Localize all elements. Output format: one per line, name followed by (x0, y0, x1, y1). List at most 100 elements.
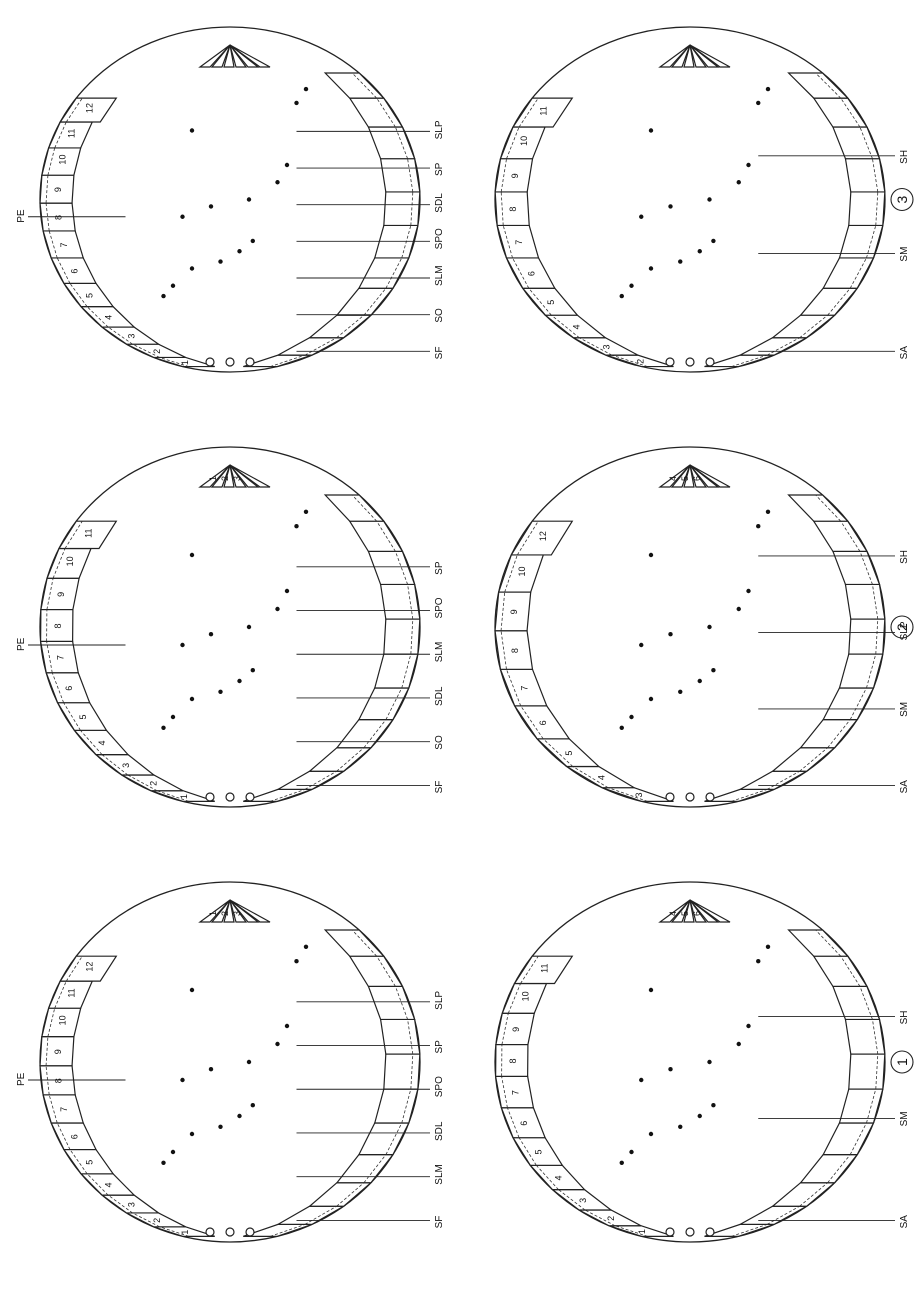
plate-number: 3 (126, 334, 136, 339)
marginal-plate (310, 315, 371, 338)
marginal-plate (833, 127, 880, 159)
sensillum-dot (251, 668, 255, 672)
marginal-plate (839, 225, 882, 258)
anal-rosette (660, 45, 730, 67)
sensillum-dot (620, 1161, 624, 1165)
plate-number: 3 (121, 763, 131, 768)
sensillum-dot (668, 632, 672, 636)
plate-number: 12 (84, 103, 94, 113)
sensillum-dot (171, 1150, 175, 1154)
sensillum-dot (737, 607, 741, 611)
sensillum-dot (746, 163, 750, 167)
sensillum-dot (218, 690, 222, 694)
marginal-plate (337, 720, 393, 748)
sensillum-dot (639, 1078, 643, 1082)
cephalic-plate (706, 793, 714, 801)
plate-number: 4 (97, 740, 107, 745)
anal-plate-number: 4 (668, 911, 678, 916)
sensillum-dot (629, 1150, 633, 1154)
sensillum-dot (161, 726, 165, 730)
cephalic-plate (706, 1228, 714, 1236)
marginal-plate (839, 1089, 882, 1123)
plate-number: 6 (527, 271, 537, 276)
cephalic-plate (246, 358, 254, 366)
sensillum-dot (285, 1024, 289, 1028)
sensillum-dot (247, 197, 251, 201)
sensillum-dot (237, 249, 241, 253)
label-slp: SLP (434, 991, 445, 1010)
plate-number: 9 (510, 173, 520, 178)
sensillum-dot (698, 249, 702, 253)
label-sm: SM (899, 247, 910, 262)
sensillum-dot (180, 1078, 184, 1082)
sensillum-dot (639, 643, 643, 647)
label-pe: PE (16, 637, 27, 651)
plate-number: 7 (59, 242, 69, 247)
plate-number: 11 (84, 529, 94, 538)
anal-plate-number: 2 (220, 476, 230, 481)
plate-number: 2 (148, 781, 158, 786)
sensillum-dot (180, 643, 184, 647)
sensillum-dot (756, 959, 760, 963)
figure-3-ventral-view: 234567891011SASMSH (495, 27, 910, 372)
marker-number: 3 (894, 196, 910, 204)
anal-rosette: 123 (200, 900, 270, 922)
label-sf: SF (434, 347, 445, 360)
marginal-plate (789, 495, 848, 521)
sensillum-dot (629, 284, 633, 288)
sensillum-dot (171, 284, 175, 288)
plate-number: 8 (508, 207, 518, 212)
cephalic-plate (226, 1228, 234, 1236)
sensillum-dot (678, 1125, 682, 1129)
cephalic-plate (206, 1228, 214, 1236)
plate-number: 12 (538, 531, 548, 541)
marginal-plate (849, 619, 885, 654)
marker-number: 1 (894, 1058, 910, 1066)
sensillum-dot (698, 679, 702, 683)
sensillum-dot (737, 1042, 741, 1046)
plate-number: 6 (64, 686, 74, 691)
sensillum-dot (766, 510, 770, 514)
marginal-plate (337, 288, 393, 315)
sensillum-dot (766, 87, 770, 91)
marginal-plate (359, 1123, 409, 1155)
cephalic-plate (666, 358, 674, 366)
sensillum-dot (678, 690, 682, 694)
sensillum-dot (285, 163, 289, 167)
sensillum-dot (698, 1114, 702, 1118)
plate-number: 3 (578, 1198, 588, 1203)
sensillum-dot (218, 259, 222, 263)
label-spo: SPO (434, 228, 445, 249)
label-slp: SLP (434, 120, 445, 139)
plate-number: 5 (78, 714, 88, 719)
cephalic-plate (666, 793, 674, 801)
label-sm: SM (899, 702, 910, 717)
marginal-plate (704, 789, 774, 801)
marginal-plate (278, 1206, 344, 1224)
sensillum-dot (756, 524, 760, 528)
sensillum-dot (237, 679, 241, 683)
plate-number: 6 (519, 1121, 529, 1126)
plate-number: 8 (53, 623, 63, 628)
label-spo: SPO (434, 1076, 445, 1097)
sensillum-dot (711, 1103, 715, 1107)
sensillum-dot (294, 959, 298, 963)
label-sh: SH (899, 550, 910, 564)
marginal-plate (740, 771, 806, 789)
sensillum-dot (275, 1042, 279, 1046)
plate-number: 10 (65, 556, 75, 566)
anal-plate-number: 2 (220, 911, 230, 916)
marginal-plate (359, 258, 409, 288)
sensillum-dot (620, 294, 624, 298)
sensillum-dot (707, 197, 711, 201)
plate-number: 10 (57, 1015, 67, 1025)
label-sp: SP (434, 1040, 445, 1054)
marginal-plate (384, 192, 420, 225)
figure-3-dorsal-view: 123456789101112SFSOSLMSPOSDLSPSLPPE (16, 27, 445, 372)
label-spo: SPO (434, 597, 445, 618)
sensillum-dot (304, 87, 308, 91)
plate-number: 11 (539, 106, 549, 115)
sensillum-dot (218, 1125, 222, 1129)
